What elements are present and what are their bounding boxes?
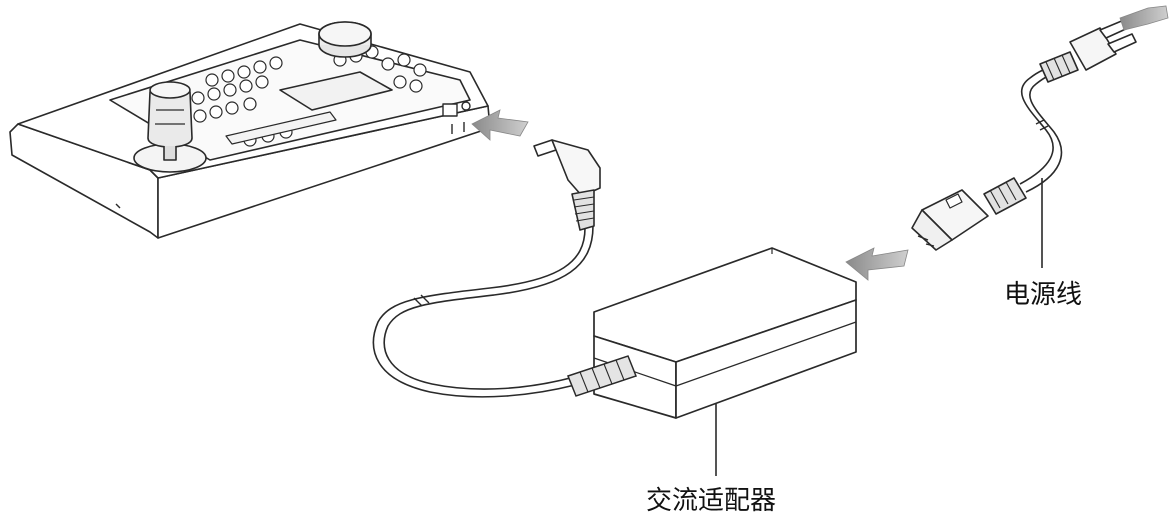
connect-arrow-outlet (1119, 5, 1169, 31)
remote-controller (9, 21, 491, 239)
power-cord-cable (1019, 65, 1063, 193)
connect-arrow-ac-in (845, 247, 909, 281)
dc-plug (533, 139, 601, 231)
wall-plug (1039, 19, 1137, 83)
ac-adapter-label: 交流适配器 (646, 486, 777, 516)
dc-cable (372, 225, 594, 398)
power-cord-connector (911, 177, 1027, 251)
leader-lines (715, 178, 1043, 476)
adapter-strain-relief (567, 355, 637, 397)
connect-arrow-dc-in (471, 109, 529, 141)
ac-adapter (593, 247, 857, 419)
power-cord-label: 电源线 (1004, 280, 1083, 310)
